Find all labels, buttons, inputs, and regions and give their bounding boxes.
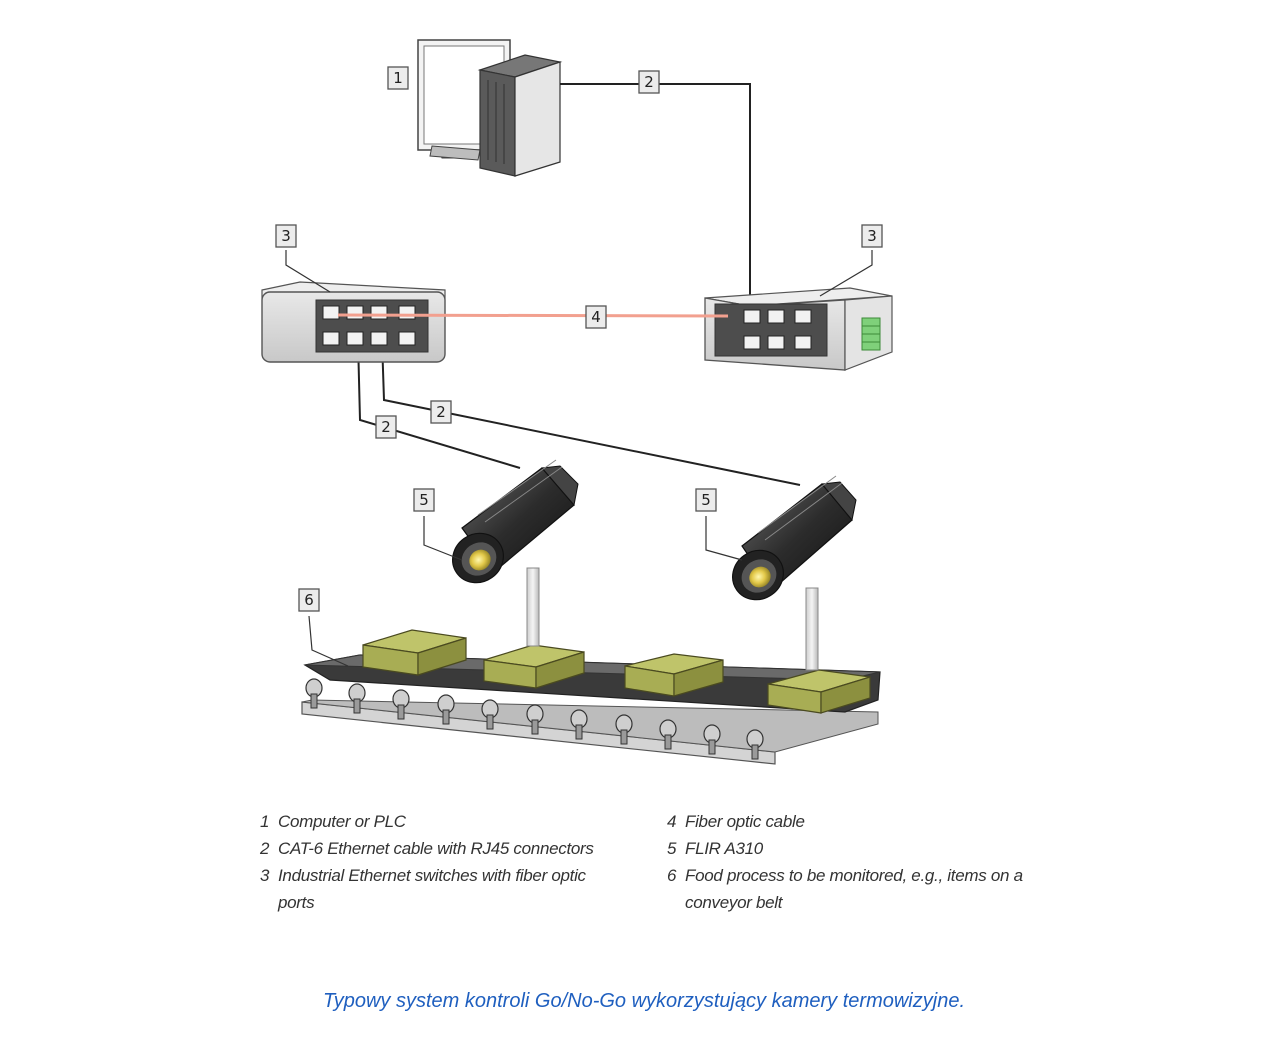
- legend-text: FLIR A310: [685, 839, 763, 858]
- callout-label: 1: [393, 69, 403, 87]
- switch-left: [261, 281, 446, 363]
- leader-lines: [285, 250, 873, 667]
- legend-number: 1: [260, 812, 270, 831]
- callout-label: 3: [281, 227, 291, 245]
- callout-label: 5: [701, 491, 711, 509]
- fiber-optic-cable: [337, 313, 729, 318]
- callout-2-top: 2: [638, 70, 660, 94]
- callout-label: 6: [304, 591, 314, 609]
- callout-label: 3: [867, 227, 877, 245]
- legend-text: Food process to be monitored, e.g., item…: [685, 866, 1023, 912]
- legend-item: 3 Industrial Ethernet switches with fibe…: [260, 862, 618, 916]
- callout-5-left: 5: [413, 488, 435, 512]
- legend-number: 4: [667, 812, 677, 831]
- callout-label: 5: [419, 491, 429, 509]
- callout-5-right: 5: [695, 488, 717, 512]
- legend-number: 5: [667, 839, 677, 858]
- product-box: [767, 669, 871, 714]
- legend-number: 2: [260, 839, 270, 858]
- switch-right: [704, 287, 893, 371]
- callout-label: 2: [381, 418, 391, 436]
- legend-number: 3: [260, 866, 270, 885]
- legend-number: 6: [667, 866, 677, 885]
- camera-pole-right: [805, 587, 819, 671]
- legend-text: Computer or PLC: [278, 812, 406, 831]
- computer-or-plc: [417, 39, 563, 177]
- figure-caption: Typowy system kontroli Go/No-Go wykorzys…: [322, 990, 965, 1012]
- callout-4: 4: [585, 305, 607, 329]
- conveyor-belt: [301, 654, 881, 765]
- callout-label: 2: [436, 403, 446, 421]
- legend-item: 4 Fiber optic cable: [667, 808, 1025, 835]
- product-items: [362, 629, 871, 714]
- callout-1: 1: [387, 66, 409, 90]
- thermal-camera-left: [452, 459, 579, 584]
- product-box: [624, 653, 724, 697]
- product-box: [483, 644, 585, 689]
- legend-left: 1 Computer or PLC 2 CAT-6 Ethernet cable…: [260, 808, 618, 916]
- legend-text: Fiber optic cable: [685, 812, 805, 831]
- callout-label: 2: [644, 73, 654, 91]
- product-box: [362, 629, 467, 676]
- callout-label: 4: [591, 308, 601, 326]
- legend-item: 1 Computer or PLC: [260, 808, 618, 835]
- legend-text: Industrial Ethernet switches with fiber …: [278, 866, 586, 912]
- legend-item: 6 Food process to be monitored, e.g., it…: [667, 862, 1025, 916]
- callout-3-right: 3: [861, 224, 883, 248]
- thermal-camera-right: [732, 475, 857, 601]
- callout-2-left: 2: [375, 415, 397, 439]
- legend-item: 5 FLIR A310: [667, 835, 1025, 862]
- legend-text: CAT-6 Ethernet cable with RJ45 connector…: [278, 839, 594, 858]
- callout-2-right: 2: [430, 400, 452, 424]
- callout-3-left: 3: [275, 224, 297, 248]
- callout-6: 6: [298, 588, 320, 612]
- camera-pole-left: [526, 567, 540, 647]
- legend-right: 4 Fiber optic cable 5 FLIR A310 6 Food p…: [667, 808, 1025, 916]
- legend-item: 2 CAT-6 Ethernet cable with RJ45 connect…: [260, 835, 618, 862]
